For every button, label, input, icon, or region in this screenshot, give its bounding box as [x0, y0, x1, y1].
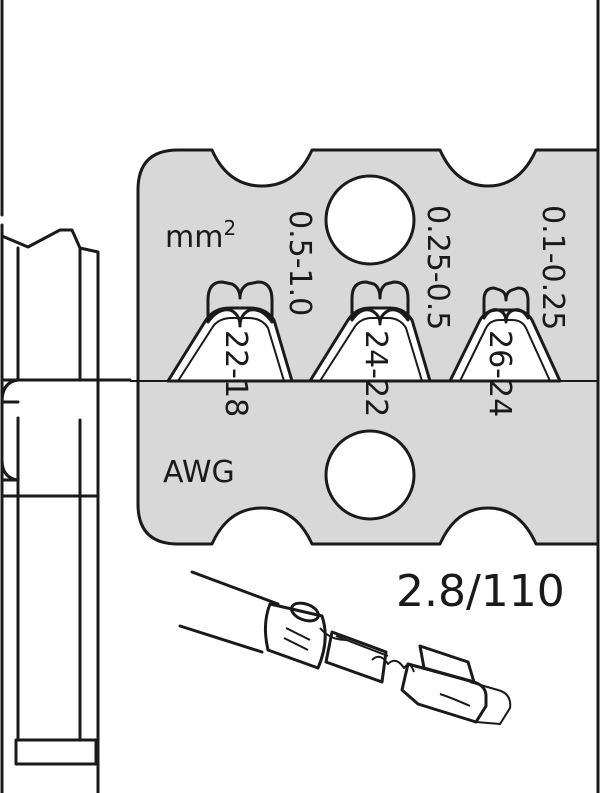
- lower-hole: [324, 429, 416, 521]
- unit-mm-text: mm: [165, 220, 223, 255]
- awg-size-1: 22-18: [218, 330, 253, 417]
- upper-hole: [324, 174, 416, 266]
- tool-body-left: [0, 228, 132, 793]
- crimp-profile-cavities: [166, 280, 562, 383]
- mm2-size-1: 0.5-1.0: [282, 210, 317, 316]
- unit-mm-label: mm2: [165, 216, 236, 255]
- mm2-size-3: 0.1-0.25: [535, 205, 570, 330]
- awg-size-3: 26-24: [482, 330, 517, 417]
- unit-awg-label: AWG: [163, 455, 235, 490]
- unit-mm-superscript: 2: [223, 216, 236, 240]
- flat-receptacle-terminal-illustration: [178, 570, 512, 725]
- awg-size-2: 24-22: [358, 330, 393, 417]
- mm2-size-2: 0.25-0.5: [420, 205, 455, 330]
- terminal-size-label: 2.8/110: [396, 566, 565, 617]
